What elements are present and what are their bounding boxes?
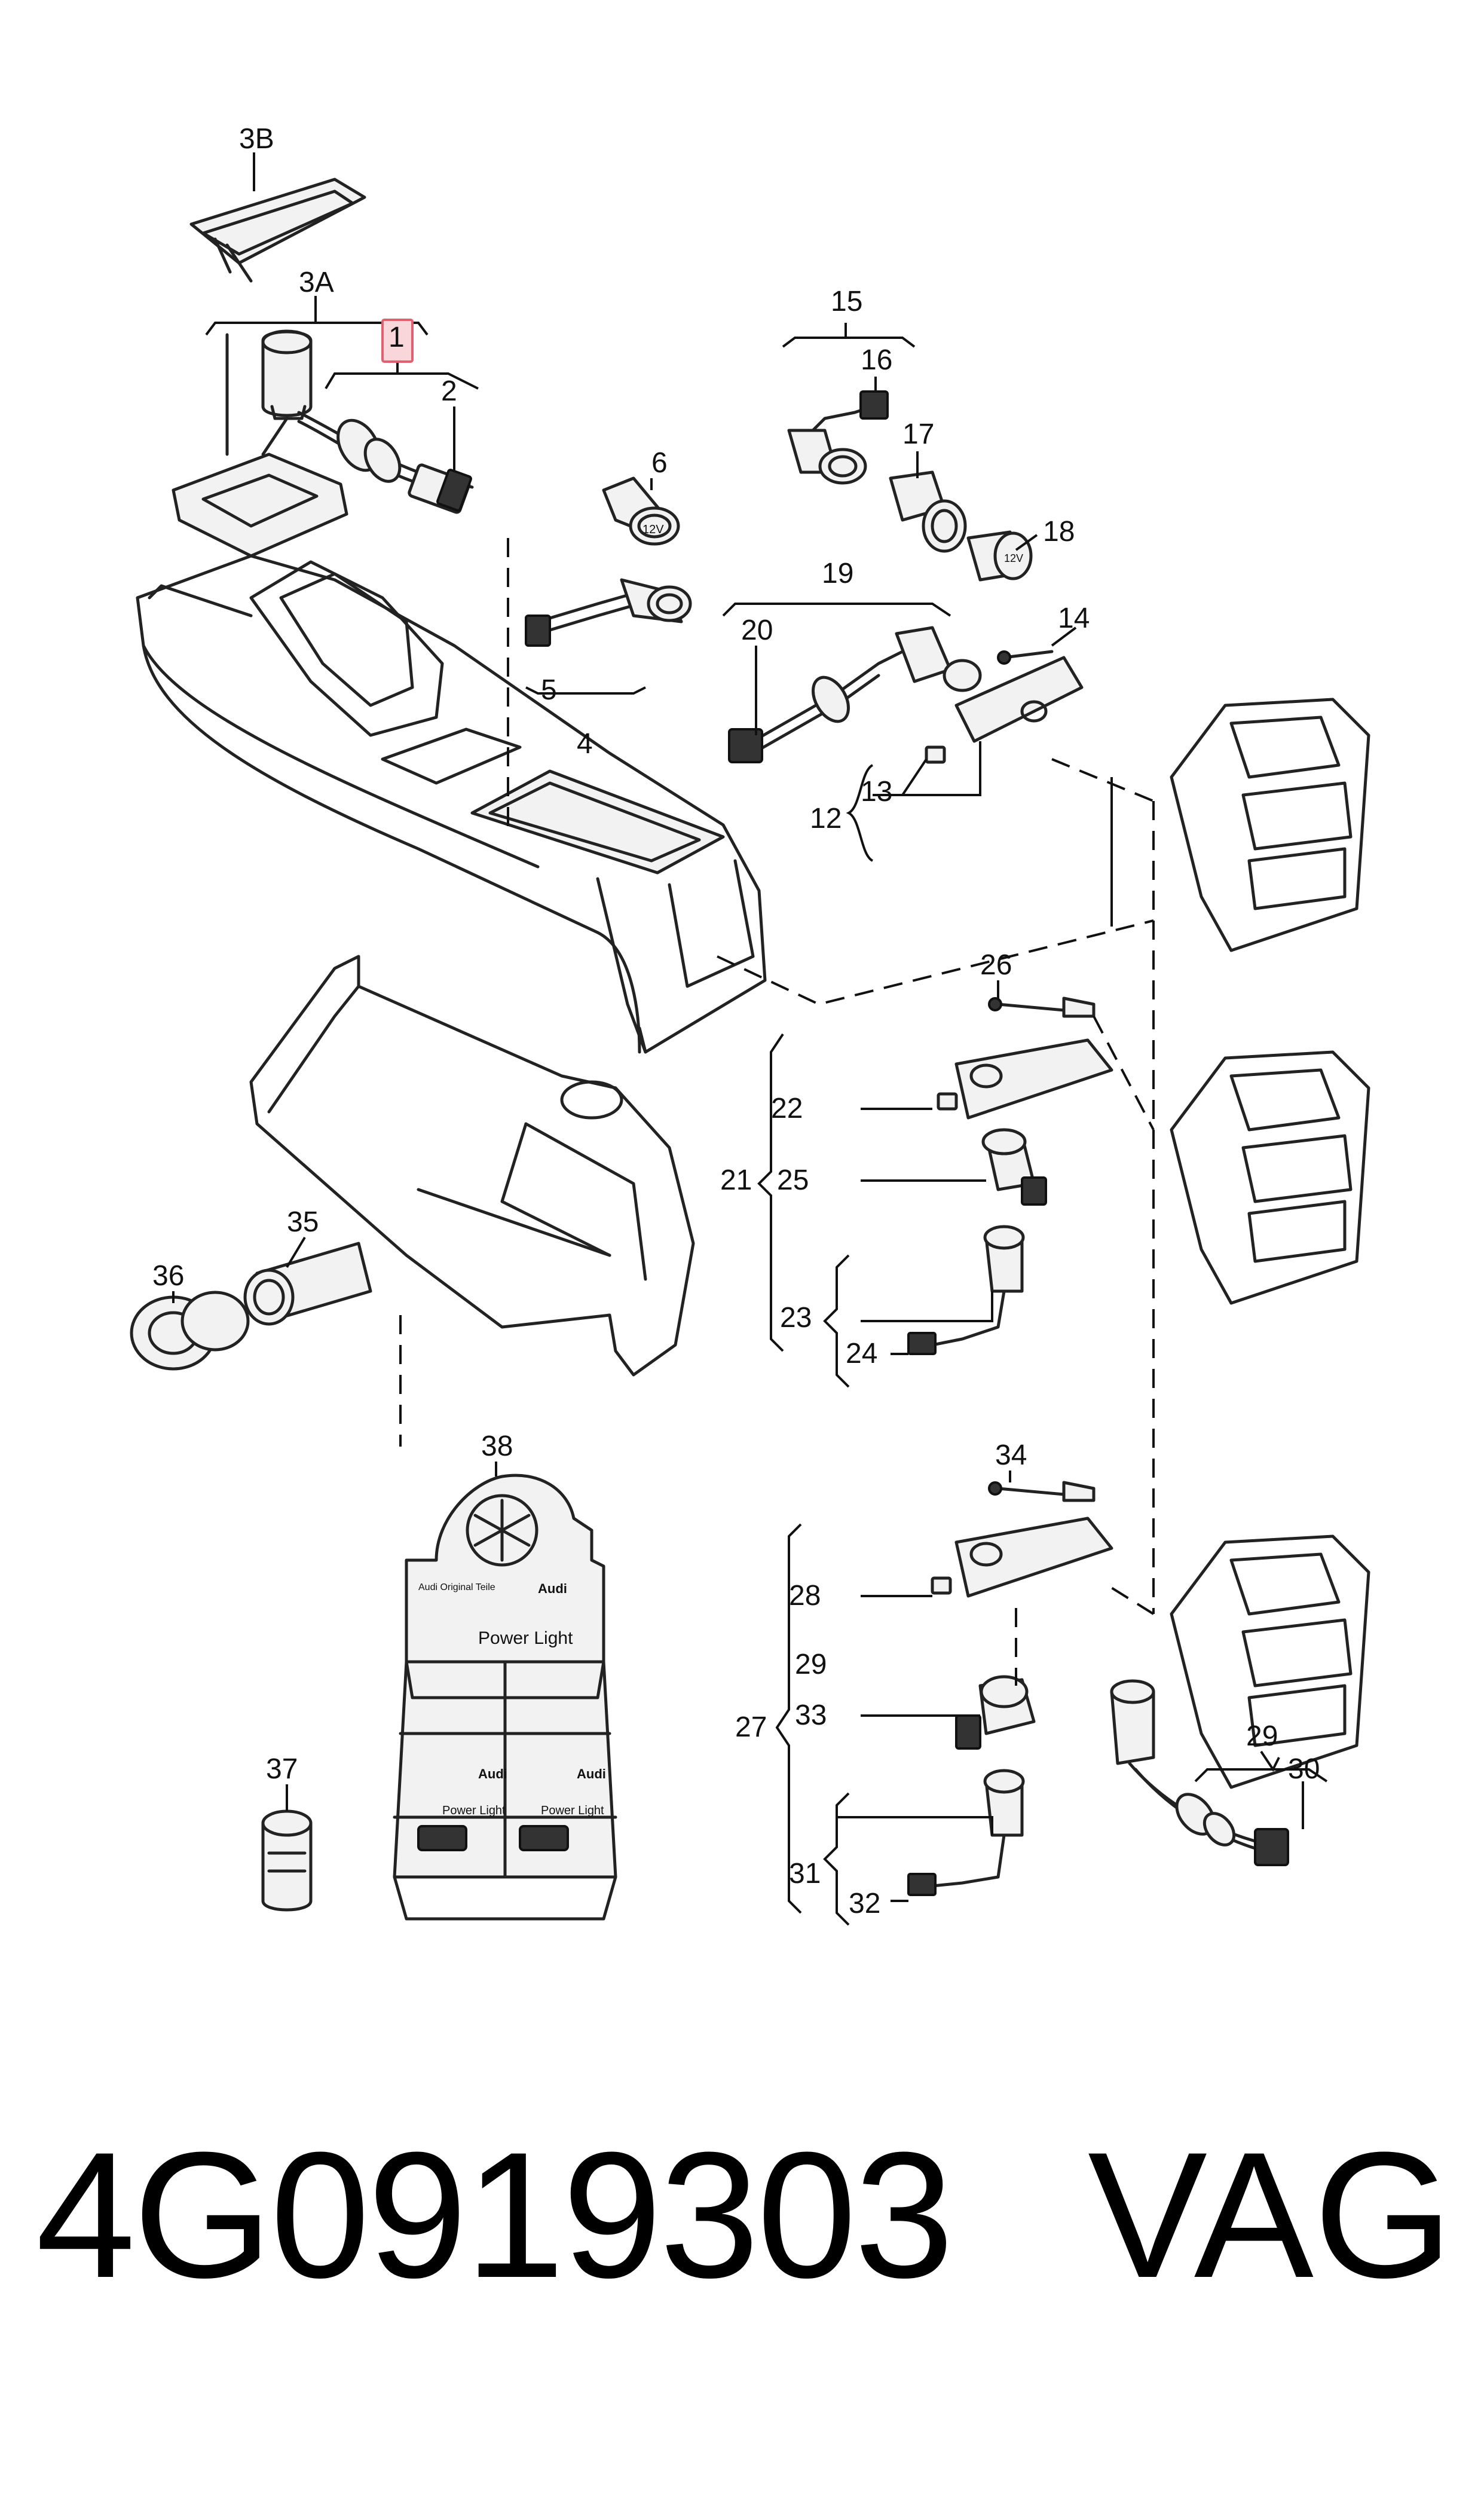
- callout-2: 2: [441, 375, 457, 407]
- part-4-socket-harness[interactable]: [525, 578, 692, 647]
- part-22-clip[interactable]: [937, 1092, 958, 1111]
- callout-6: 6: [651, 447, 668, 479]
- callout-37: 37: [266, 1753, 298, 1785]
- box-brand-right: Audi: [577, 1766, 606, 1781]
- part-37-cigarette-lighter[interactable]: [261, 1809, 313, 1912]
- callout-18: 18: [1043, 516, 1075, 548]
- brand-label: VAG: [1088, 2114, 1454, 2315]
- part-26-screw[interactable]: [988, 996, 1096, 1018]
- leader-lines: [172, 152, 1304, 1902]
- part-24-connector[interactable]: [907, 1332, 937, 1355]
- callout-21: 21: [720, 1164, 752, 1196]
- callout-30: 30: [1288, 1753, 1320, 1785]
- callout-38: 38: [481, 1430, 513, 1462]
- part-18-socket-insert[interactable]: 12V: [966, 530, 1033, 582]
- part-21-trim-panel[interactable]: [954, 1038, 1113, 1120]
- part-29-socket-harness[interactable]: [1110, 1679, 1263, 1852]
- callout-20: 20: [741, 615, 773, 646]
- callout-labels: 3B 3A 1 2 6 5 4 15 16 17 18 19 20 14 13 …: [152, 123, 1320, 1919]
- socket-18-label: 12V: [1004, 552, 1023, 564]
- part-31-socket-harness[interactable]: [931, 1769, 1025, 1888]
- part-38-display-box[interactable]: Audi Original Teile Audi Power Light Aud…: [393, 1473, 617, 1921]
- callout-32: 32: [849, 1888, 880, 1919]
- callout-14: 14: [1058, 603, 1090, 634]
- box-product-left: Power Light: [442, 1804, 506, 1817]
- callout-28: 28: [789, 1580, 821, 1612]
- callout-1[interactable]: 1: [388, 322, 405, 353]
- box-tagline: Audi Original Teile: [418, 1582, 495, 1592]
- part-13-clip[interactable]: [925, 745, 946, 764]
- part-3a-socket-bracket[interactable]: [172, 322, 429, 558]
- part-12-trim-panel[interactable]: [954, 656, 1084, 743]
- center-console: [136, 554, 767, 1054]
- rear-console-trim: [249, 955, 695, 1377]
- part-36-bezel-ring[interactable]: [130, 1291, 250, 1371]
- callout-22: 22: [771, 1093, 803, 1124]
- group-braces: [757, 1033, 1328, 1926]
- callout-29-a: 29: [795, 1649, 827, 1680]
- part-34-screw[interactable]: [988, 1481, 1096, 1502]
- callout-1-highlight: [381, 319, 414, 363]
- part-14-screw[interactable]: [997, 650, 1054, 665]
- rear-vent-panel-bottom: [1170, 1534, 1370, 1789]
- part-1-wiring-harness[interactable]: [297, 372, 479, 514]
- reference-lines: [399, 538, 1155, 1686]
- callout-31: 31: [789, 1858, 821, 1890]
- callout-3a: 3A: [299, 267, 334, 298]
- part-20-socket-harness[interactable]: [728, 626, 982, 763]
- callout-16: 16: [861, 344, 892, 376]
- callout-13: 13: [861, 776, 892, 808]
- part-35-socket-insert[interactable]: [243, 1242, 372, 1326]
- callout-24: 24: [846, 1338, 877, 1369]
- callout-34: 34: [995, 1439, 1027, 1471]
- callout-5: 5: [541, 674, 557, 706]
- callout-27: 27: [735, 1711, 767, 1743]
- box-product-right: Power Light: [541, 1804, 604, 1817]
- box-product: Power Light: [478, 1628, 573, 1648]
- part-15-socket-harness[interactable]: [787, 390, 889, 485]
- part-3b-cover[interactable]: [189, 178, 366, 283]
- part-33-socket-housing[interactable]: [955, 1675, 1036, 1750]
- part-23-socket-harness[interactable]: [931, 1225, 1025, 1347]
- callout-25: 25: [777, 1164, 809, 1196]
- part-number: 4G0919303: [36, 2114, 954, 2315]
- callout-33: 33: [795, 1699, 827, 1731]
- parts-diagram: 12V 12V: [130, 123, 1370, 1926]
- part-6-socket-12v[interactable]: 12V: [602, 476, 680, 546]
- part-28-clip[interactable]: [931, 1576, 952, 1595]
- socket-6-label: 12V: [642, 523, 664, 536]
- callout-15: 15: [831, 286, 862, 317]
- part-17-socket-housing[interactable]: [889, 470, 967, 553]
- callout-12: 12: [810, 803, 842, 834]
- callout-36: 36: [152, 1260, 184, 1292]
- part-30-connector[interactable]: [1254, 1828, 1289, 1866]
- callout-26: 26: [980, 949, 1012, 981]
- part-32-connector[interactable]: [907, 1873, 937, 1896]
- box-brand: Audi: [538, 1581, 567, 1596]
- callout-17: 17: [902, 418, 934, 450]
- part-27-trim-panel[interactable]: [954, 1517, 1113, 1598]
- callout-29-b: 29: [1246, 1720, 1278, 1752]
- callout-4: 4: [577, 728, 593, 760]
- rear-vent-panel-top: [1170, 698, 1370, 952]
- part-25-socket-housing[interactable]: [981, 1128, 1047, 1206]
- callout-3b: 3B: [239, 123, 274, 155]
- box-brand-left: Audi: [478, 1766, 507, 1781]
- callout-35: 35: [287, 1206, 319, 1238]
- callout-23: 23: [780, 1302, 812, 1334]
- rear-vent-panel-middle: [1170, 1050, 1370, 1305]
- callout-19: 19: [822, 558, 853, 589]
